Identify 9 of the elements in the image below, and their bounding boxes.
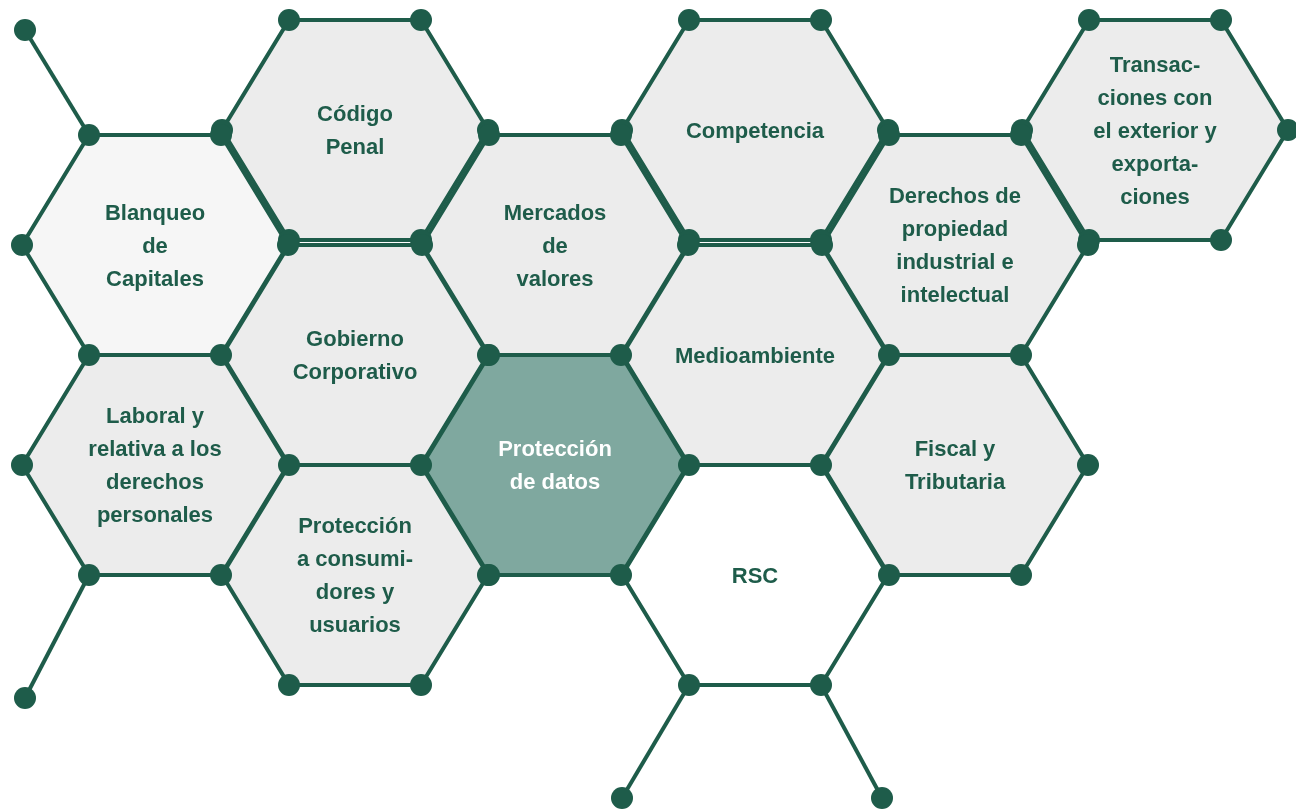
hexagon-label: Gobierno Corporativo [280, 322, 430, 388]
hexagon-label: Competencia [670, 113, 840, 147]
hexagon-label: Medioambiente [660, 338, 850, 372]
hexagon-label: Fiscal y Tributaria [895, 432, 1015, 498]
hexagon-label: RSC [685, 558, 825, 592]
hexagon-label: Protección de datos [495, 432, 615, 498]
hexagon-label: Código Penal [295, 97, 415, 163]
hexagon-label: Blanqueo de Capitales [95, 195, 215, 295]
hexagon-label: Mercados de valores [502, 195, 608, 295]
